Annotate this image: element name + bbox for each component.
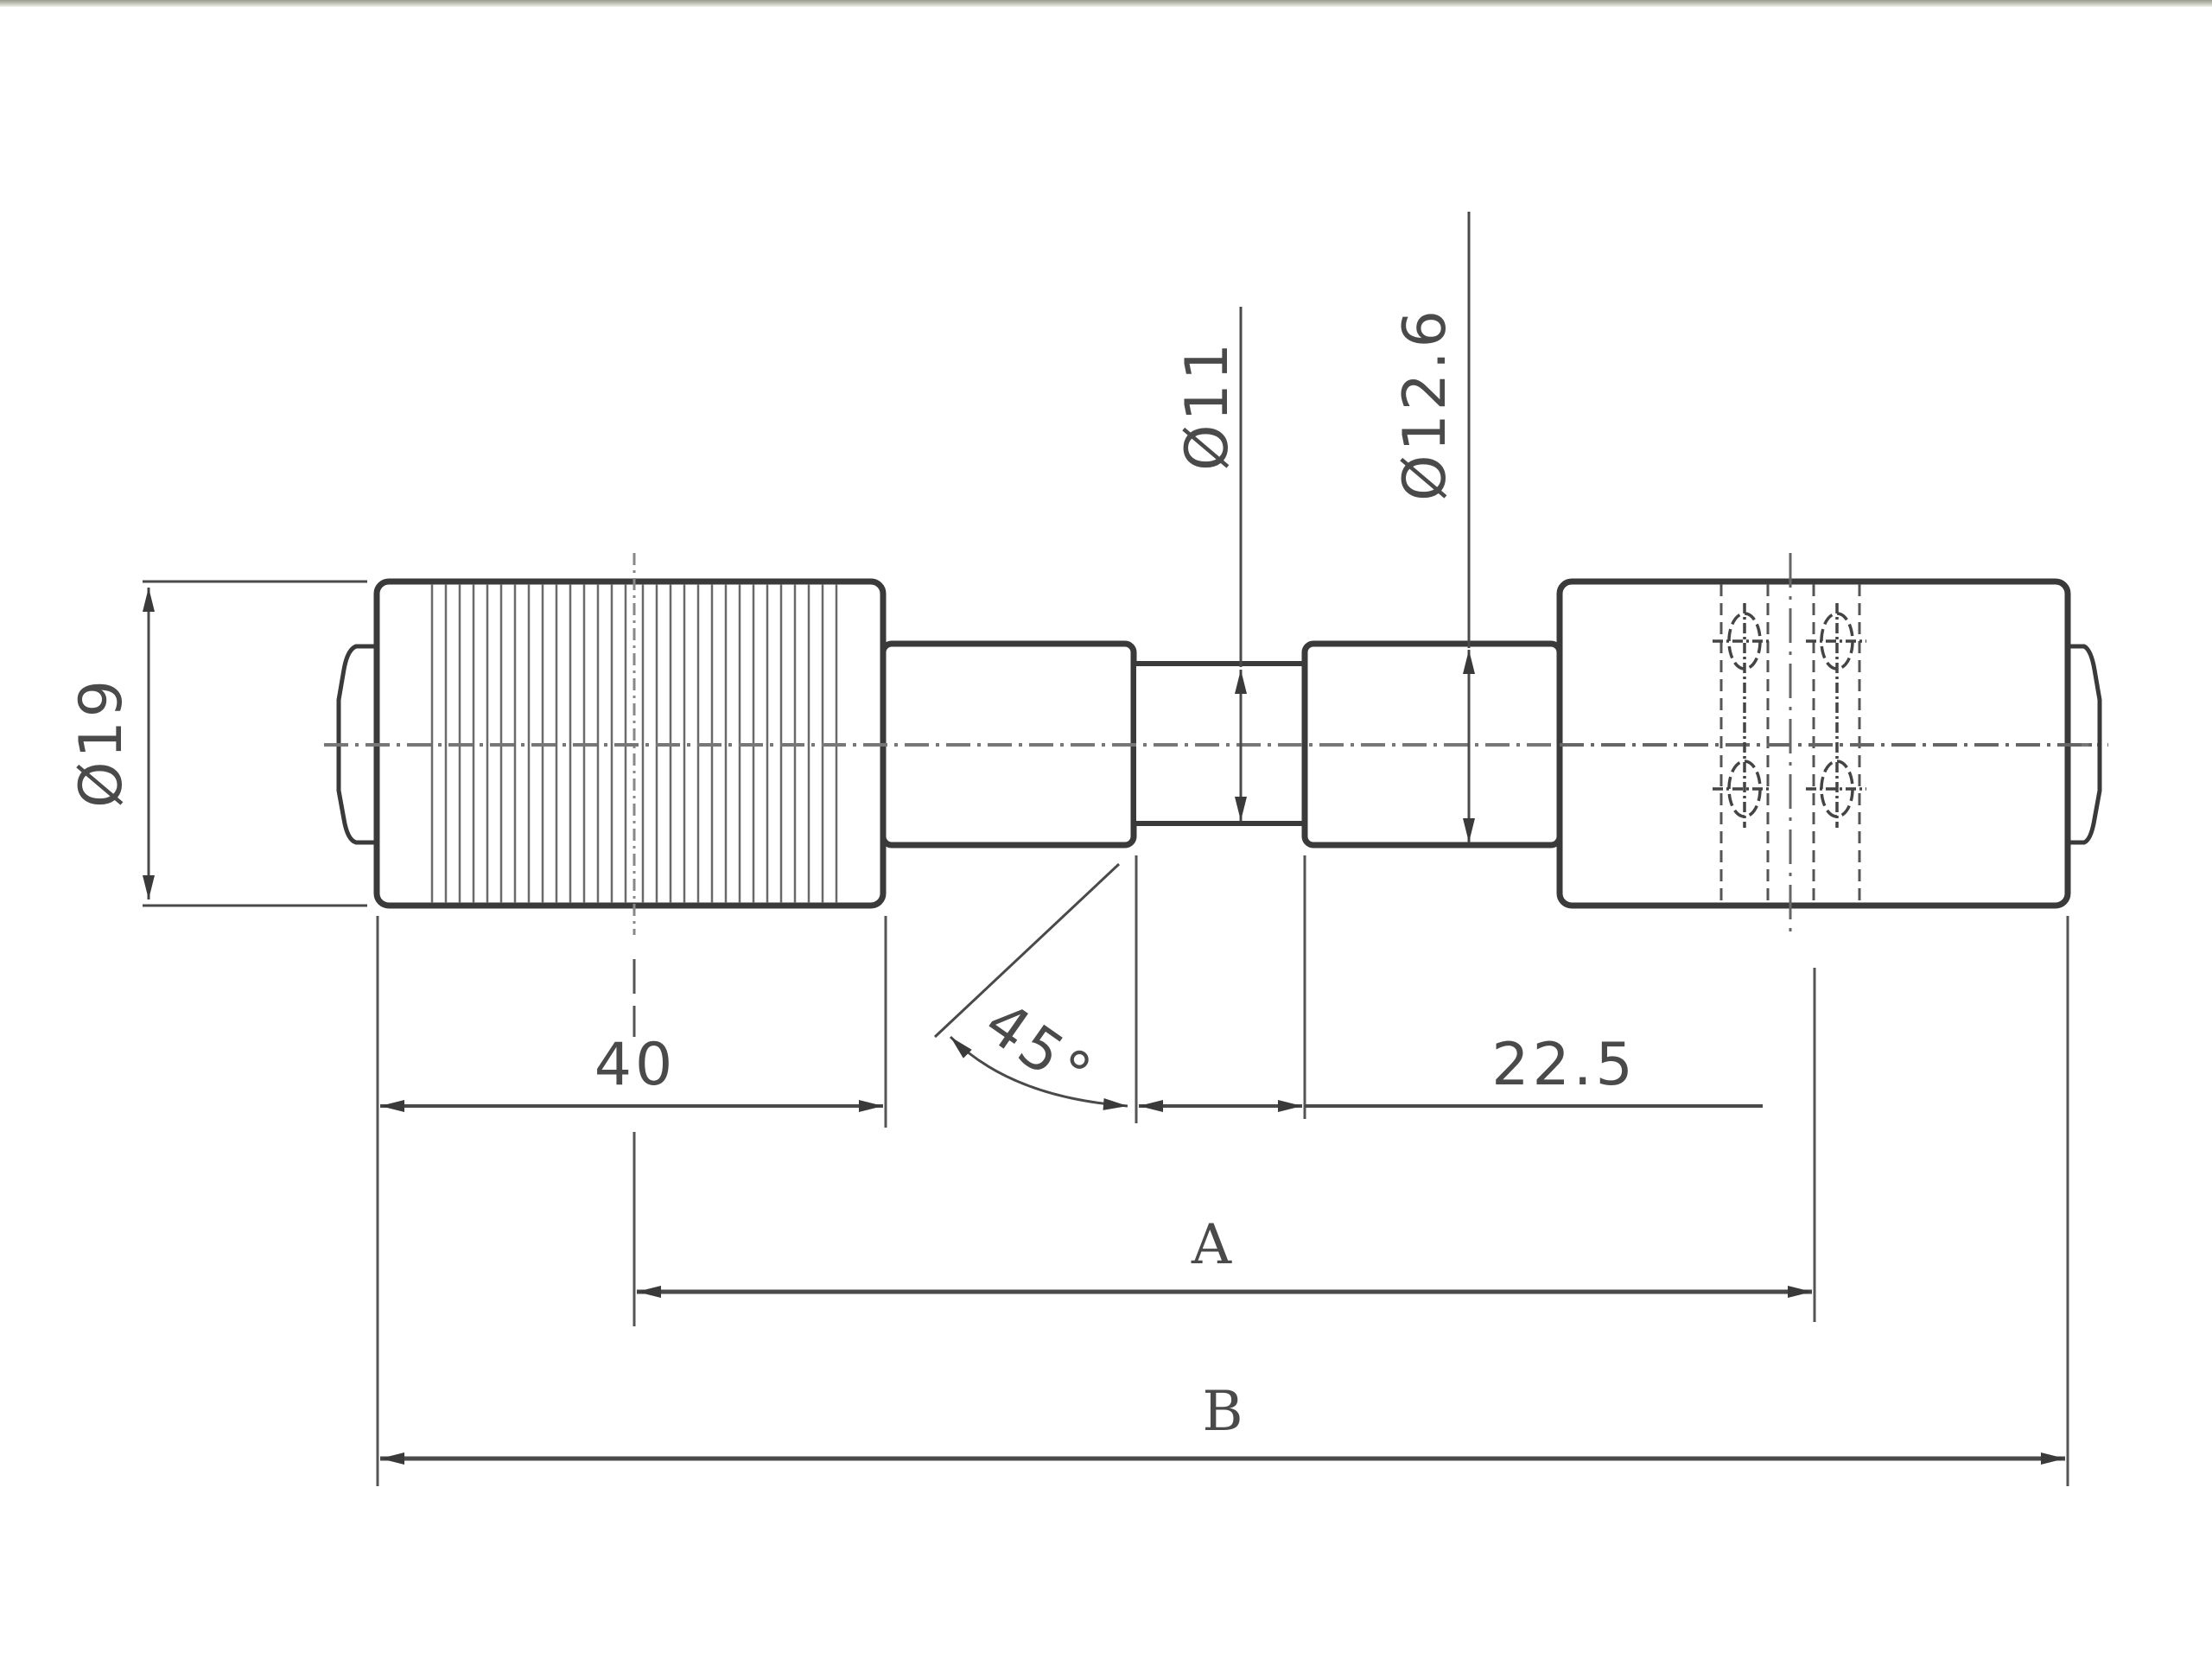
dim-label-length-knurled: 40 — [594, 1031, 677, 1099]
right-drilled-cylinder — [1556, 553, 2100, 935]
dim-label-dia-body: Ø19 — [67, 677, 136, 808]
hole-icon — [1713, 603, 1771, 828]
dim-label-length-right: 22.5 — [1491, 1031, 1636, 1099]
dim-label-chamfer-angle: 45° — [972, 988, 1105, 1110]
dim-label-dia-shaft: Ø12.6 — [1391, 307, 1459, 501]
dimension-dia-body — [143, 580, 367, 907]
dim-label-length-b: B — [1202, 1380, 1243, 1444]
hole-icon — [1806, 603, 1866, 828]
hole-icon — [1713, 760, 1771, 818]
drill-holes — [1713, 603, 1866, 828]
extension-lines — [376, 855, 2069, 1486]
dimension-chamfer-angle — [933, 862, 1128, 1110]
dim-label-length-a: A — [1191, 1213, 1232, 1277]
hole-icon — [1806, 760, 1866, 818]
dim-label-dia-neck: Ø11 — [1173, 340, 1242, 471]
top-border — [0, 0, 2212, 7]
right-end-cap — [2068, 644, 2102, 845]
